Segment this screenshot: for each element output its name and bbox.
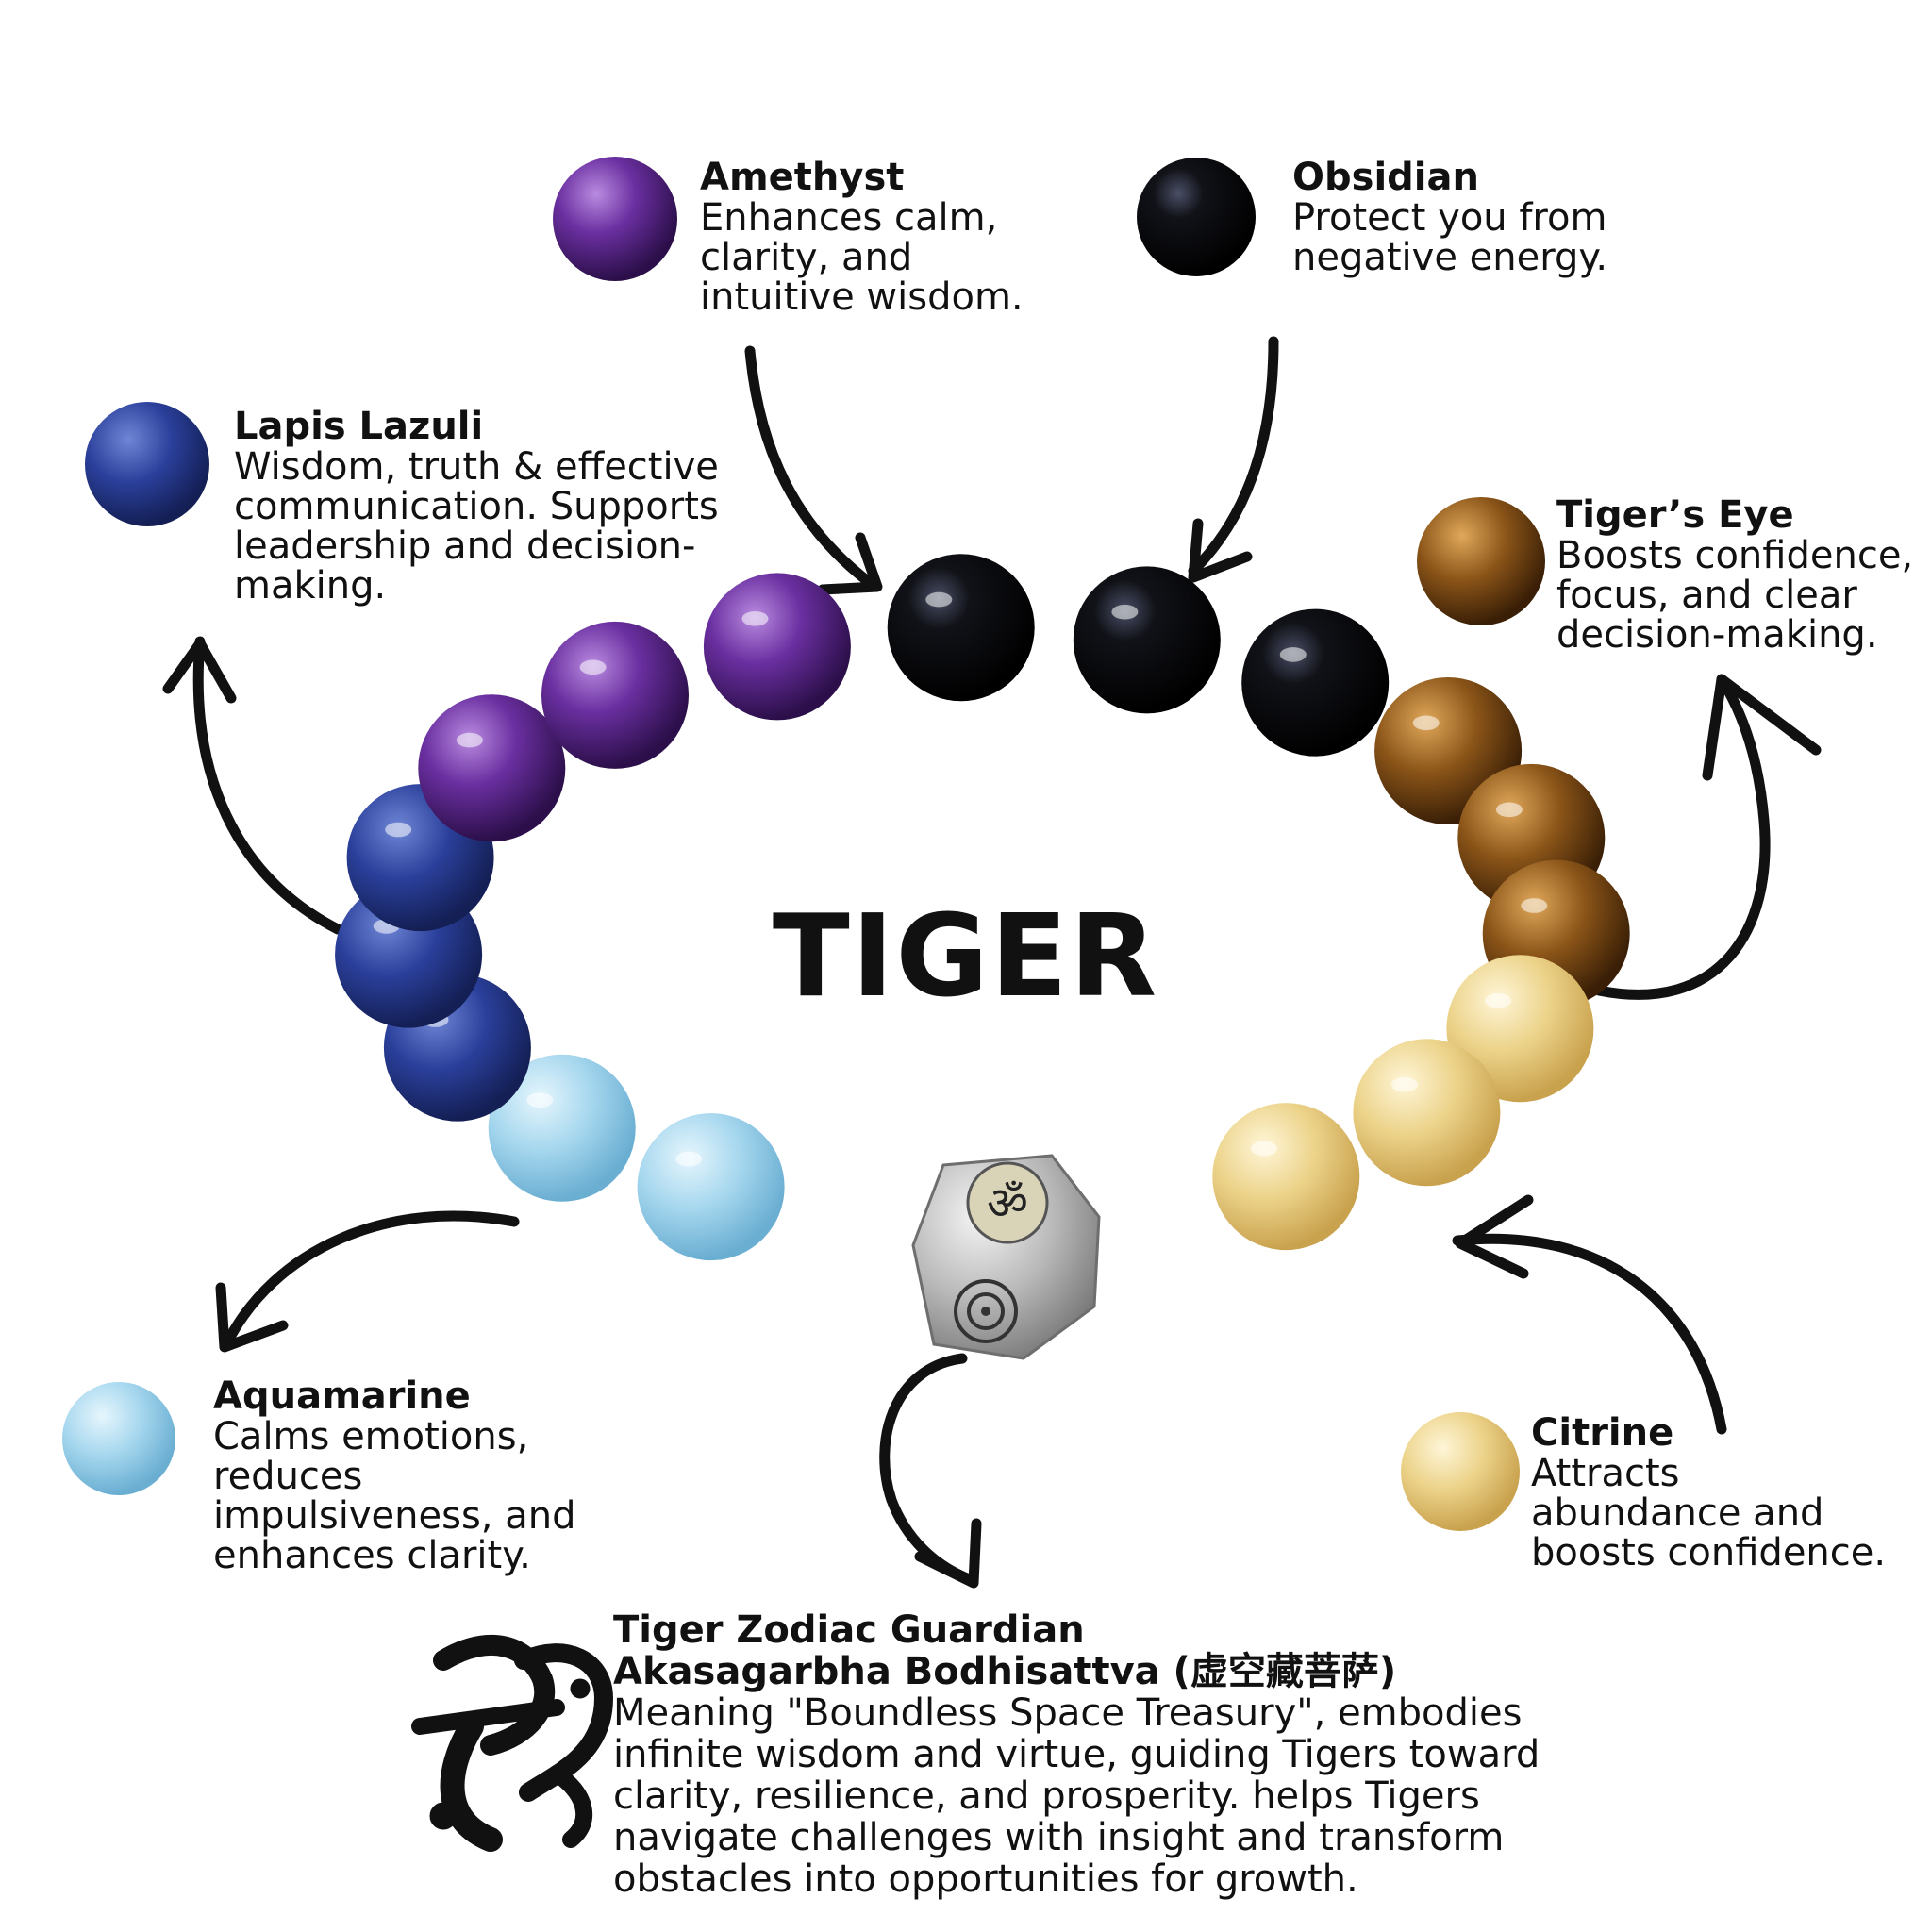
aquamarine-desc-line3: impulsiveness, and [213,1494,576,1538]
obsidian-name: Obsidian [1292,156,1479,199]
arrow-to-lapis-label [192,636,343,935]
arrow-to-amethyst-beads [744,345,878,591]
aquamarine-desc-line2: reduces [213,1455,363,1498]
guardian-desc-line4: navigate challenges with insight and tra… [613,1816,1505,1859]
bead-highlight [925,591,953,608]
aquamarine-name: Aquamarine [213,1374,471,1418]
guardian-title-line1: Tiger Zodiac Guardian [613,1608,1085,1652]
arrowhead-lapis [162,638,237,704]
citrine-desc-line1: Attracts [1531,1452,1680,1495]
lapis-desc-line1: Wisdom, truth & effective [234,445,719,489]
tigers-eye-name: Tiger’s Eye [1556,493,1794,537]
silver-charm-icon: ॐ [911,1154,1101,1360]
citrine-swatch-icon [1401,1412,1520,1531]
bead-aquamarine [488,1054,636,1202]
lapis-desc-line4: making. [234,564,387,608]
bead-amethyst [703,573,851,721]
lapis-label: Lapis Lazuli Wisdom, truth & effective c… [234,406,719,606]
aquamarine-desc-line1: Calms emotions, [213,1415,529,1458]
arrow-to-tigers-eye-label [1593,674,1771,1000]
amethyst-desc-line3: intuitive wisdom. [700,275,1024,319]
citrine-desc-line2: abundance and [1531,1491,1824,1535]
bead-citrine [1446,955,1594,1103]
arrowhead-obsidian [1188,518,1253,583]
tigers-eye-swatch-icon [1417,497,1545,625]
arrow-to-obsidian-beads [1188,336,1279,576]
obsidian-desc-line1: Protect you from [1292,196,1607,240]
arrow-to-aquamarine-label [221,1210,520,1350]
amethyst-name: Amethyst [700,156,905,199]
bead-obsidian [1073,566,1221,714]
tigers-eye-desc-line2: focus, and clear [1556,574,1857,617]
arrowhead-citrine [1455,1194,1534,1279]
bead-highlight [1111,604,1139,620]
tigers-eye-desc-line1: Boosts confidence, [1556,534,1914,577]
aquamarine-label: Aquamarine Calms emotions, reduces impul… [213,1375,576,1575]
bead-highlight [1521,898,1548,913]
bead-amethyst [541,621,689,769]
bead-highlight [741,611,769,626]
bead-highlight [675,1151,703,1167]
lapis-name: Lapis Lazuli [234,405,484,448]
arrowhead-guardian [914,1518,982,1589]
bead-highlight [1391,1076,1418,1092]
obsidian-label: Obsidian Protect you from negative energ… [1292,157,1607,277]
arrow-to-guardian-section [879,1353,977,1586]
arrow-to-citrine-beads [1452,1233,1727,1435]
aquamarine-swatch-icon [62,1382,175,1495]
citrine-name: Citrine [1531,1411,1674,1455]
bead-citrine [1353,1039,1501,1187]
obsidian-swatch-icon [1137,158,1256,276]
bead-highlight [1279,647,1307,662]
arrowhead-aquamarine [215,1282,289,1353]
bead-highlight [385,822,412,838]
aquamarine-desc-line4: enhances clarity. [213,1534,531,1577]
bead-aquamarine [637,1113,785,1261]
bead-highlight [1412,715,1440,731]
amethyst-swatch-icon [553,157,677,281]
guardian-desc-line3: clarity, resilience, and prosperity. hel… [613,1774,1480,1818]
bead-citrine [1212,1103,1360,1251]
tigers-eye-desc-line3: decision-making. [1556,613,1878,657]
sanskrit-seed-syllable-icon [411,1635,613,1852]
arrowhead-amethyst [817,532,883,595]
bead-highlight [456,732,483,748]
bead-obsidian [1241,608,1390,757]
bead-amethyst [418,694,566,842]
amethyst-desc-line2: clarity, and [700,236,913,279]
lapis-desc-line2: communication. Supports [234,485,719,528]
bead-highlight [1250,1141,1277,1157]
amethyst-label: Amethyst Enhances calm, clarity, and int… [700,157,1024,317]
obsidian-desc-line2: negative energy. [1292,236,1608,279]
amethyst-desc-line1: Enhances calm, [700,196,998,240]
tigers-eye-label: Tiger’s Eye Boosts confidence, focus, an… [1556,494,1913,655]
svg-text:ॐ: ॐ [987,1177,1028,1230]
guardian-desc-line2: infinite wisdom and virtue, guiding Tige… [613,1733,1540,1776]
lapis-desc-line3: leadership and decision- [234,525,696,568]
guardian-section: Tiger Zodiac Guardian Akasagarbha Bodhis… [613,1609,1540,1900]
arrowhead-tigers-eye [1702,674,1822,781]
guardian-title-line2: Akasagarbha Bodhisattva (虚空藏菩萨) [613,1650,1397,1693]
bracelet [335,554,1630,1261]
bead-highlight [1495,802,1523,818]
bead-highlight [579,659,607,675]
lapis-swatch-icon [85,402,209,526]
bead-obsidian [887,554,1035,702]
guardian-desc-line5: obstacles into opportunities for growth. [613,1857,1358,1901]
guardian-desc-line1: Meaning "Boundless Space Treasury", embo… [613,1691,1523,1735]
page-title: TIGER [772,891,1159,1023]
bead-highlight [1485,992,1511,1008]
citrine-label: Citrine Attracts abundance and boosts co… [1531,1412,1886,1573]
bead-highlight [526,1092,554,1108]
citrine-desc-line3: boosts confidence. [1531,1531,1887,1574]
